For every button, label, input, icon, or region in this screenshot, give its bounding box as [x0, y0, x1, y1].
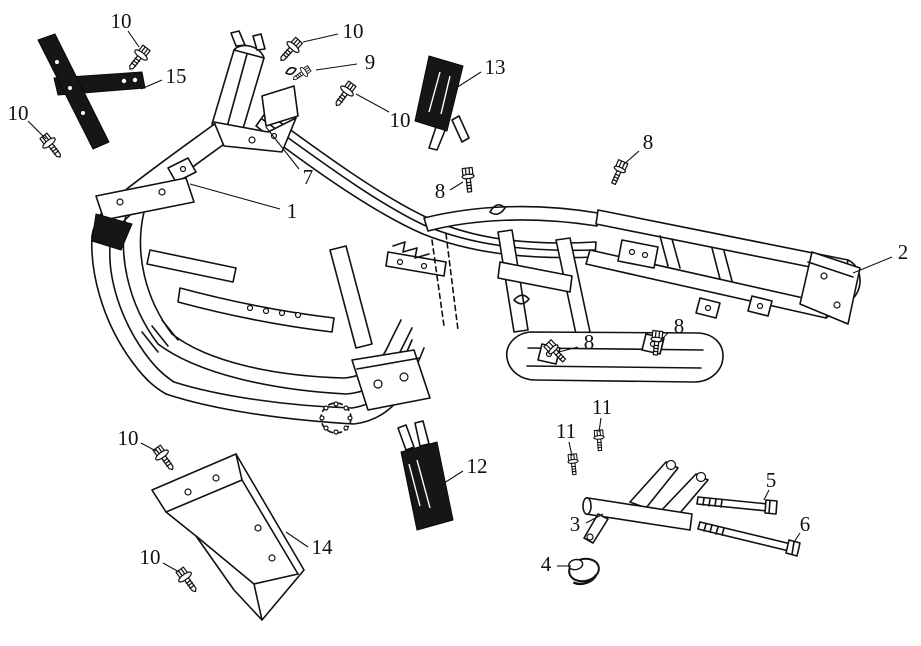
- callout-number-1-10: 1: [287, 199, 298, 223]
- callout-number-7-9: 7: [303, 165, 314, 189]
- flange-bolt-10-b-icon: [274, 34, 306, 66]
- leader-line-10-2: [27, 120, 47, 140]
- leader-line-14-22: [285, 531, 309, 548]
- flange-bolt-10-c-icon: [329, 78, 359, 111]
- flange-bolt-10-e-icon: [150, 442, 180, 475]
- part-6-long-bolt: [697, 521, 801, 557]
- callout-number-9-4: 9: [365, 50, 376, 74]
- callout-number-3-18: 3: [570, 512, 581, 536]
- part-13-bracket: [414, 55, 470, 151]
- bolt-11-a-icon: [566, 453, 581, 476]
- callout-number-11-16: 11: [592, 395, 612, 419]
- leader-line-15-1: [140, 79, 163, 90]
- hole: [132, 77, 138, 83]
- hole: [81, 111, 85, 115]
- callout-number-6-21: 6: [800, 512, 811, 536]
- hole: [121, 78, 127, 84]
- part-12-bracket: [397, 420, 454, 531]
- part-15-bracket: [37, 33, 146, 150]
- callout-number-15-1: 15: [166, 64, 187, 88]
- callout-number-2-11: 2: [898, 240, 909, 264]
- leader-line-10-14: [140, 442, 157, 452]
- callout-number-4-19: 4: [541, 552, 552, 576]
- callout-number-10-23: 10: [140, 545, 161, 569]
- leader-line-1-10: [189, 183, 281, 210]
- callout-number-5-20: 5: [766, 468, 777, 492]
- callout-number-10-14: 10: [118, 426, 139, 450]
- callout-number-10-3: 10: [343, 19, 364, 43]
- leader-line-10-3: [302, 33, 339, 43]
- part-3-bracket: [582, 459, 709, 544]
- leader-line-8-12: [558, 346, 579, 353]
- leader-line-8-13: [659, 331, 670, 342]
- callout-number-8-12: 8: [584, 330, 595, 354]
- leader-line-11-16: [598, 417, 602, 433]
- callout-number-10-0: 10: [111, 9, 132, 33]
- flange-bolt-10-f-icon: [173, 564, 203, 597]
- callout-number-12-17: 12: [467, 454, 488, 478]
- leader-line-3-18: [585, 513, 604, 524]
- leader-line-10-23: [162, 562, 180, 573]
- leader-line-8-8: [449, 181, 464, 191]
- part-14-bracket: [151, 453, 305, 621]
- callout-number-14-22: 14: [312, 535, 334, 559]
- part-4-bushing: [568, 557, 600, 586]
- leader-line-2-11: [852, 256, 893, 274]
- leader-line-9-4: [315, 63, 358, 71]
- leader-line-10-0: [127, 30, 140, 48]
- hole: [55, 60, 59, 64]
- leader-line-11-15: [568, 441, 573, 457]
- leader-line-10-5: [355, 93, 390, 113]
- part-5-long-bolt: [696, 496, 778, 515]
- leader-line-8-7: [622, 150, 640, 166]
- leader-line-5-20: [763, 489, 770, 501]
- callout-number-13-6: 13: [485, 55, 506, 79]
- main-frame: [90, 30, 861, 435]
- callout-number-8-13: 8: [674, 314, 685, 338]
- leader-line-6-21: [793, 532, 801, 543]
- flange-bolt-10-d-icon: [36, 130, 67, 163]
- bolt-11-b-icon: [592, 429, 606, 452]
- hex-bolt-8-a-icon: [460, 166, 477, 194]
- callout-number-10-2: 10: [8, 101, 29, 125]
- callout-number-11-15: 11: [556, 419, 576, 443]
- screw-9-icon: [289, 63, 313, 85]
- hole: [68, 86, 72, 90]
- leader-line-7-9: [265, 126, 300, 170]
- callout-number-10-5: 10: [390, 108, 411, 132]
- callout-number-8-7: 8: [643, 130, 654, 154]
- leader-line-13-6: [455, 71, 482, 89]
- part-9-washer: [285, 66, 297, 76]
- leader-line-12-17: [440, 470, 464, 486]
- callout-number-8-8: 8: [435, 179, 446, 203]
- flange-bolt-10-a-icon: [123, 42, 154, 75]
